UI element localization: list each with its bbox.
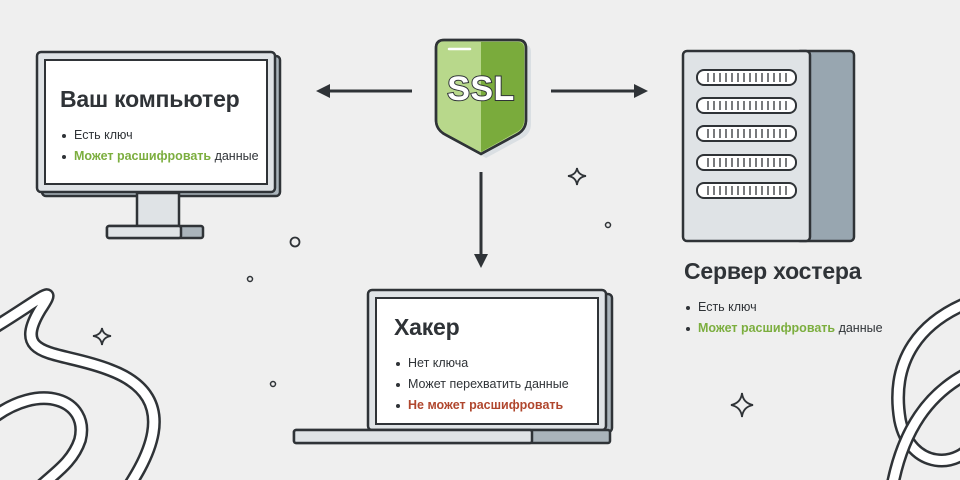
hacker-panel: Хакер Нет ключа Может перехватить данные… xyxy=(394,314,569,416)
decorative-ribbon-left xyxy=(0,288,161,480)
list-item: Есть ключ xyxy=(60,125,259,146)
ssl-label: SSL xyxy=(446,69,515,109)
dot-decoration xyxy=(269,380,277,388)
computer-title: Ваш компьютер xyxy=(60,86,240,112)
computer-panel: Ваш компьютер Есть ключ Может расшифрова… xyxy=(60,86,259,167)
hacker-laptop-illustration xyxy=(292,288,614,445)
server-list: Есть ключ Может расшифровать данные xyxy=(684,297,883,339)
hacker-title: Хакер xyxy=(394,314,460,340)
server-slots xyxy=(696,69,797,199)
list-item: Может перехватить данные xyxy=(394,374,569,395)
arrow-to-hacker xyxy=(474,172,488,268)
list-item: Может расшифровать данные xyxy=(60,146,259,167)
server-panel: Сервер хостера Есть ключ Может расшифров… xyxy=(684,258,883,339)
computer-list: Есть ключ Может расшифровать данные xyxy=(60,125,259,167)
ssl-shield-icon xyxy=(434,38,531,158)
list-item: Может расшифровать данные xyxy=(684,318,883,339)
sparkle-icon xyxy=(730,392,754,418)
server-rack-illustration xyxy=(681,49,856,243)
sparkle-icon xyxy=(92,327,112,346)
decorative-ribbon-right xyxy=(886,298,960,480)
hacker-list: Нет ключа Может перехватить данные Не мо… xyxy=(394,353,569,416)
arrow-to-server xyxy=(551,84,648,98)
sparkle-icon xyxy=(567,167,587,186)
arrow-to-computer xyxy=(316,84,412,98)
dot-decoration xyxy=(604,221,612,229)
dot-decoration xyxy=(246,275,254,283)
list-item: Не может расшифровать xyxy=(394,395,569,416)
list-item: Нет ключа xyxy=(394,353,569,374)
dot-decoration xyxy=(289,236,301,248)
computer-monitor-illustration xyxy=(35,50,282,240)
list-item: Есть ключ xyxy=(684,297,883,318)
server-title: Сервер хостера xyxy=(684,258,862,284)
